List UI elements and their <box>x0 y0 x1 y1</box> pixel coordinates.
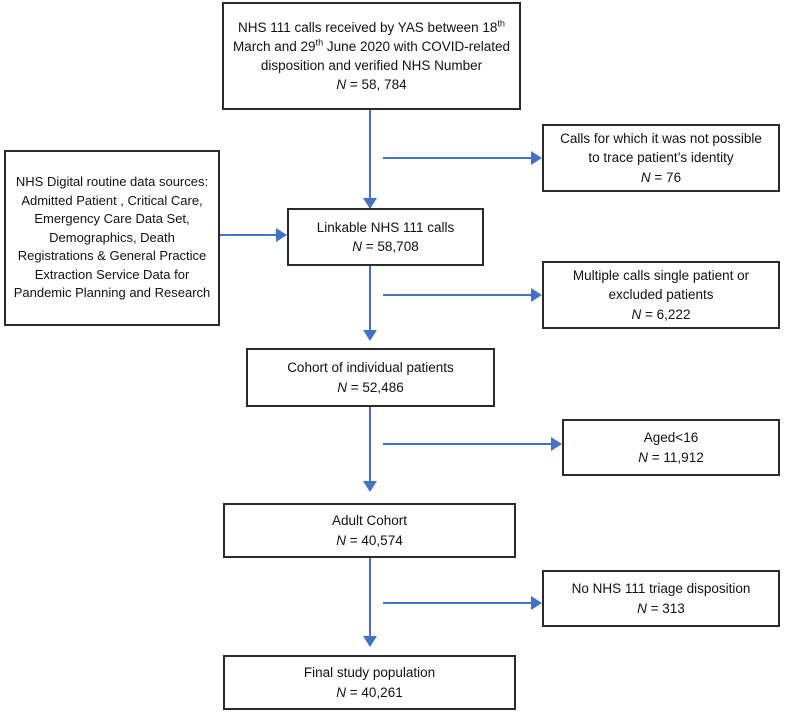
connector-cohort-to-excluded <box>383 294 533 296</box>
no-triage-n: N = 313 <box>637 600 685 616</box>
node-linkable-calls[interactable]: Linkable NHS 111 calls N = 58,708 <box>287 208 484 266</box>
connector-adult-to-no-triage <box>383 602 533 604</box>
connector-adult-to-final <box>369 558 371 640</box>
node-individual-cohort[interactable]: Cohort of individual patients N = 52,486 <box>246 348 495 407</box>
node-multiple-calls-excluded[interactable]: Multiple calls single patient or exclude… <box>542 261 780 329</box>
source-calls-n: N = 58, 784 <box>336 77 407 93</box>
connector-cohort-to-adult <box>369 407 371 485</box>
no-triage-label: No NHS 111 triage disposition <box>571 581 751 597</box>
connector-linkable-to-untraceable <box>383 157 533 159</box>
adult-cohort-n: N = 40,574 <box>336 532 403 548</box>
node-final-population[interactable]: Final study population N = 40,261 <box>223 655 516 710</box>
arrowhead-cohort-to-adult <box>363 481 377 492</box>
ordinal-suffix-29th: th <box>315 37 324 48</box>
connector-cohort-to-aged-under-16 <box>383 443 553 445</box>
multiple-calls-n: N = 6,222 <box>631 306 691 322</box>
node-aged-under-16[interactable]: Aged<16 N = 11,912 <box>562 419 780 476</box>
arrowhead-excluded <box>531 288 542 302</box>
individual-cohort-n: N = 52,486 <box>337 379 404 395</box>
arrowhead-linkable-to-cohort <box>363 330 377 341</box>
nhs-digital-sources-text: NHS Digital routine data sources: Admitt… <box>13 174 211 301</box>
arrowhead-adult-to-final <box>363 636 377 647</box>
node-source-calls[interactable]: NHS 111 calls received by YAS between 18… <box>222 2 521 110</box>
node-adult-cohort[interactable]: Adult Cohort N = 40,574 <box>223 503 516 558</box>
adult-cohort-label: Adult Cohort <box>331 513 408 529</box>
individual-cohort-label: Cohort of individual patients <box>287 360 454 376</box>
linkable-calls-n: N = 58,708 <box>352 239 419 254</box>
untraceable-calls-n: N = 76 <box>640 169 682 185</box>
arrowhead-sources-to-linkable <box>276 228 287 242</box>
arrowhead-no-triage <box>531 596 542 610</box>
connector-sources-to-linkable <box>220 234 278 236</box>
node-untraceable-calls[interactable]: Calls for which it was not possible to t… <box>542 124 780 192</box>
arrowhead-source-to-linkable <box>363 198 377 209</box>
untraceable-calls-line2: to trace patient’s identity <box>588 150 734 166</box>
multiple-calls-line2: excluded patients <box>608 287 714 303</box>
connector-linkable-to-cohort <box>369 266 371 334</box>
linkable-calls-label: Linkable NHS 111 calls <box>316 219 455 235</box>
multiple-calls-line1: Multiple calls single patient or <box>572 268 750 284</box>
source-calls-text: NHS 111 calls received by YAS between 18… <box>232 18 511 73</box>
connector-source-to-linkable <box>369 110 371 202</box>
final-population-n: N = 40,261 <box>336 684 403 700</box>
final-population-label: Final study population <box>303 665 436 681</box>
arrowhead-untraceable <box>531 151 542 165</box>
aged-under-16-label: Aged<16 <box>643 430 699 446</box>
untraceable-calls-line1: Calls for which it was not possible <box>560 131 762 147</box>
ordinal-suffix-18th: th <box>497 18 506 29</box>
node-no-triage-disposition[interactable]: No NHS 111 triage disposition N = 313 <box>542 570 780 627</box>
arrowhead-aged-under-16 <box>551 437 562 451</box>
node-nhs-digital-sources[interactable]: NHS Digital routine data sources: Admitt… <box>4 150 220 326</box>
aged-under-16-n: N = 11,912 <box>638 449 704 465</box>
